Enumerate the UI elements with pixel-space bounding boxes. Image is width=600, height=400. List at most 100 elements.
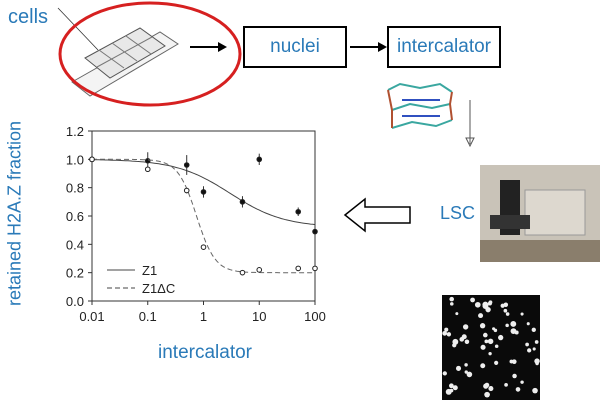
data-point	[295, 208, 302, 215]
y-tick-label: 1.2	[66, 124, 84, 139]
nucleus-dot	[485, 306, 491, 313]
data-point	[312, 228, 318, 235]
legend-label: Z1ΔC	[142, 281, 175, 296]
data-point	[239, 269, 246, 276]
x-tick-label: 1	[200, 309, 207, 324]
y-tick-label: 0.6	[66, 209, 84, 224]
fit-line-z1dc	[92, 158, 315, 274]
nucleus-dot	[531, 327, 536, 332]
nucleus-dot	[525, 342, 529, 347]
x-tick-label: 0.1	[139, 309, 157, 324]
cells-label: cells	[8, 6, 49, 28]
nucleus-dot	[534, 340, 539, 344]
data-point	[256, 267, 263, 273]
nucleus-dot	[512, 373, 517, 379]
red-ellipse	[58, 1, 242, 107]
nucleus-dot	[488, 351, 492, 356]
nucleus-dot	[474, 301, 481, 308]
y-tick-label: 0.4	[66, 237, 84, 252]
plot-frame	[91, 130, 316, 302]
data-point	[144, 166, 151, 173]
nucleus-dot	[483, 332, 488, 338]
nucleus-dot	[532, 387, 538, 394]
nucleus-dot	[462, 324, 469, 330]
y-axis-label: retained H2A.Z fraction	[4, 120, 25, 307]
nucleus-dot	[470, 297, 475, 303]
x-tick-label: 100	[304, 309, 326, 324]
lsc-label: LSC	[440, 203, 476, 223]
nucleus-dot	[487, 338, 494, 345]
nucleus-dot	[515, 387, 521, 392]
nucleus-dot	[498, 334, 504, 341]
lsc-instrument-photo	[480, 165, 600, 262]
nucleus-dot	[494, 344, 499, 348]
nucleus-dot	[532, 347, 536, 351]
hollow-arrow-left	[343, 197, 411, 233]
data-point	[200, 244, 207, 250]
nucleus-dot	[449, 296, 454, 302]
nucleus-dot	[455, 365, 462, 371]
nucleus-dot	[449, 383, 454, 389]
nucleus-dot	[452, 343, 457, 348]
nucleus-dot	[494, 360, 499, 365]
chamber-slide-image	[71, 27, 179, 97]
y-tick-label: 1.0	[66, 152, 84, 167]
x-tick-label: 10	[252, 309, 266, 324]
nucleus-dot	[510, 328, 517, 335]
nucleus-dot	[520, 312, 524, 316]
nucleus-dot	[478, 313, 484, 319]
nucleus-dot	[479, 323, 486, 329]
nucleus-dot	[449, 388, 454, 393]
nucleus-dot	[444, 327, 449, 332]
nucleus-dot	[505, 323, 509, 328]
nuclei-label: nuclei	[270, 36, 320, 57]
nucleus-dot	[511, 359, 517, 365]
y-tick-label: 0.0	[66, 294, 84, 309]
nucleus-dot	[503, 308, 508, 313]
data-point	[295, 265, 302, 272]
nucleus-dot	[488, 386, 494, 392]
data-point	[200, 189, 207, 195]
intercalator-label: intercalator	[397, 36, 491, 57]
nucleus-dot	[442, 371, 447, 376]
pointer-line	[57, 7, 99, 51]
nucleus-dot	[461, 334, 467, 340]
nucleus-dot	[442, 330, 448, 336]
nucleus-dot	[450, 302, 454, 306]
nucleus-dot	[480, 363, 486, 369]
nucleus-dot	[464, 339, 470, 345]
data-point	[183, 187, 190, 194]
nucleus-dot	[526, 322, 530, 326]
arrow-to-nuclei	[190, 42, 227, 52]
data-point	[239, 199, 246, 205]
molecule-image	[387, 82, 453, 129]
data-point	[89, 156, 95, 163]
nucleus-dot	[464, 363, 468, 367]
nucleus-dot	[500, 303, 505, 308]
nucleus-dot	[509, 359, 514, 364]
y-tick-label: 0.2	[66, 266, 84, 281]
nucleus-dot	[484, 391, 490, 398]
legend-label: Z1	[142, 263, 157, 278]
fit-line-z1	[91, 159, 316, 226]
nuclei-box: nuclei	[243, 26, 347, 68]
nucleus-dot	[482, 301, 489, 308]
nucleus-dot	[510, 321, 517, 327]
nucleus-dot	[455, 312, 459, 316]
arrow-to-intercalator	[350, 42, 387, 52]
nucleus-dot	[480, 344, 486, 350]
intercalator-box: intercalator	[387, 26, 501, 68]
nucleus-dot	[504, 382, 508, 387]
nucleus-dot	[452, 385, 458, 391]
y-tick-label: 0.8	[66, 181, 84, 196]
nucleus-dot	[466, 371, 473, 378]
nucleus-dot	[483, 383, 489, 389]
x-axis-label: intercalator	[158, 342, 252, 363]
nucleus-dot	[484, 339, 489, 344]
data-point	[183, 162, 190, 168]
nucleus-dot	[446, 332, 452, 337]
data-point	[312, 265, 318, 272]
nucleus-dot	[527, 348, 532, 353]
